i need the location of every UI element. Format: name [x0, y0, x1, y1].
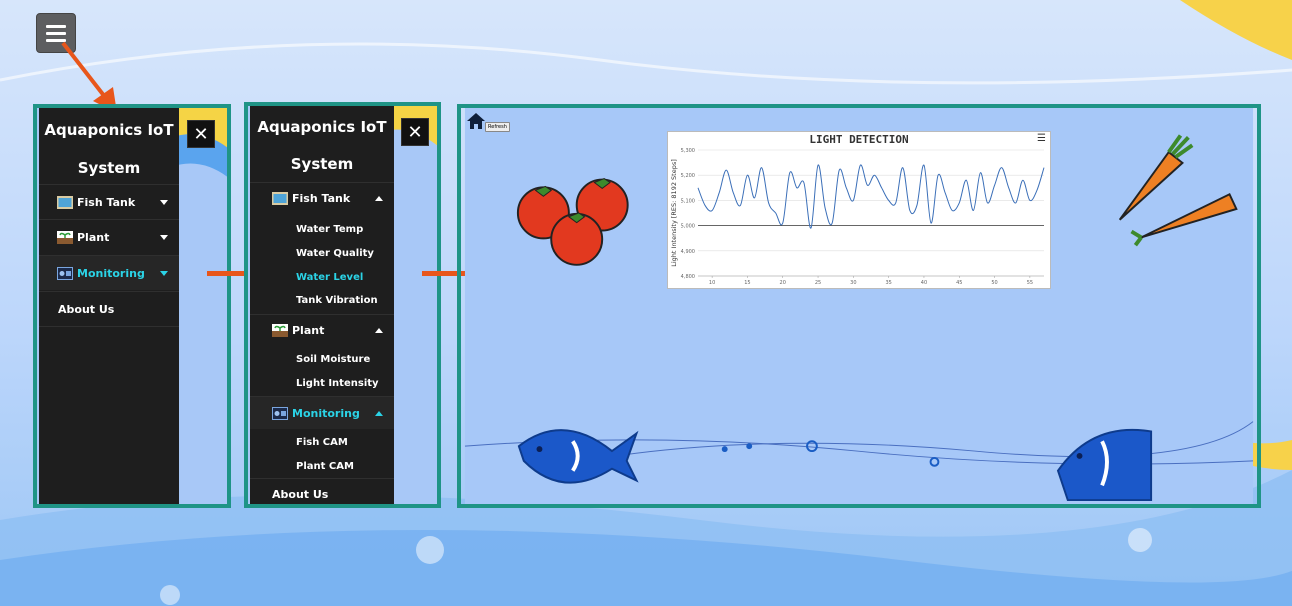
chevron-down-icon: [160, 199, 168, 205]
plant-icon: [272, 323, 288, 337]
x-tick-label: 25: [815, 280, 821, 286]
fish-tank-icon: [272, 191, 288, 205]
home-icon[interactable]: [466, 112, 486, 130]
menu-item-about-us[interactable]: About Us: [250, 478, 394, 504]
menu-item-fish-tank[interactable]: Fish Tank: [250, 182, 394, 213]
plant-icon: [57, 230, 73, 244]
menu-item-label: Fish Tank: [292, 191, 351, 205]
hamburger-menu-button[interactable]: [36, 13, 76, 53]
menu-item-label: Plant: [292, 323, 325, 337]
x-tick-label: 30: [850, 280, 856, 286]
chevron-up-icon: [375, 195, 383, 201]
panel-menu-expanded: Aquaponics IoT System Fish Tank Water Te…: [244, 102, 441, 508]
x-tick-label: 20: [780, 280, 786, 286]
menu-item-label: Plant: [77, 230, 110, 244]
x-tick-label: 40: [921, 280, 927, 286]
menu-item-label: Fish Tank: [77, 195, 136, 209]
chart-title: LIGHT DETECTION: [809, 133, 909, 146]
close-menu-button[interactable]: ✕: [401, 118, 429, 146]
submenu-item-water-level[interactable]: Water Level: [296, 272, 364, 283]
menu-item-plant[interactable]: Plant: [39, 219, 179, 254]
x-tick-label: 15: [744, 280, 750, 286]
y-tick-label: 5,100: [681, 198, 695, 204]
submenu-item-fish-cam[interactable]: Fish CAM: [296, 437, 348, 448]
fish-illustration: [517, 429, 639, 484]
tomatoes-illustration: [516, 178, 629, 266]
brand-title-line2: System: [77, 159, 141, 177]
menu-item-label: Monitoring: [77, 266, 145, 280]
hamburger-line: [46, 38, 66, 42]
brand-title-line2: System: [290, 155, 354, 173]
submenu-item-light-intensity[interactable]: Light Intensity: [296, 378, 379, 389]
light-detection-chart: LIGHT DETECTION ☰ 5,300 5,200 5,100 5,000 4,…: [667, 131, 1051, 289]
menu-item-label: About Us: [58, 302, 115, 316]
menu-item-monitoring[interactable]: Monitoring: [250, 396, 394, 429]
y-tick-label: 5,300: [681, 148, 695, 154]
chart-plot-area: 5,300 5,200 5,100 5,000 4,900 4,800 10 15 20 25 30…: [670, 148, 1045, 286]
menu-item-about-us[interactable]: About Us: [39, 291, 179, 327]
y-tick-label: 5,200: [681, 173, 695, 179]
y-tick-label: 4,800: [681, 274, 695, 280]
submenu-item-water-temp[interactable]: Water Temp: [296, 224, 364, 235]
submenu-item-plant-cam[interactable]: Plant CAM: [296, 461, 354, 472]
monitoring-icon: [272, 406, 288, 420]
fish-illustration: [1056, 428, 1153, 502]
submenu-item-tank-vibration[interactable]: Tank Vibration: [296, 295, 378, 306]
monitoring-icon: [57, 266, 73, 280]
hamburger-line: [46, 31, 66, 35]
menu-item-monitoring[interactable]: Monitoring: [39, 255, 179, 290]
chart-menu-icon[interactable]: ☰: [1037, 133, 1046, 144]
close-menu-button[interactable]: ✕: [187, 120, 215, 148]
menu-item-label: Monitoring: [292, 406, 360, 420]
brand-title-line1: Aquaponics IoT: [44, 121, 174, 139]
y-axis-label: Light Intensity [RES: 8192 Steps]: [670, 159, 678, 267]
menu-item-label: About Us: [272, 487, 329, 501]
x-tick-label: 45: [956, 280, 962, 286]
page-background: [464, 108, 1254, 504]
x-tick-label: 55: [1027, 280, 1033, 286]
panel-menu-collapsed: Aquaponics IoT System Fish Tank Plant Mo…: [33, 104, 231, 508]
chevron-up-icon: [375, 327, 383, 333]
chevron-up-icon: [375, 410, 383, 416]
side-navigation: Aquaponics IoT System Fish Tank Plant Mo…: [39, 108, 179, 504]
menu-item-fish-tank[interactable]: Fish Tank: [39, 184, 179, 219]
x-tick-label: 50: [991, 280, 997, 286]
side-navigation: Aquaponics IoT System Fish Tank Water Te…: [250, 106, 394, 504]
y-tick-label: 5,000: [681, 224, 695, 230]
x-tick-label: 35: [885, 280, 891, 286]
y-tick-label: 4,900: [681, 249, 695, 255]
carrots-illustration: [1118, 134, 1238, 247]
submenu-item-soil-moisture[interactable]: Soil Moisture: [296, 354, 371, 365]
fish-tank-icon: [57, 195, 73, 209]
refresh-button[interactable]: Refresh: [485, 122, 510, 132]
x-tick-label: 10: [709, 280, 715, 286]
chevron-down-icon: [160, 234, 168, 240]
menu-item-plant[interactable]: Plant: [250, 314, 394, 345]
hamburger-line: [46, 24, 66, 28]
submenu-item-water-quality[interactable]: Water Quality: [296, 248, 374, 259]
panel-light-detection-page: [457, 104, 1261, 508]
chevron-down-icon: [160, 270, 168, 276]
series-line: [697, 164, 1045, 229]
brand-title-line1: Aquaponics IoT: [257, 118, 387, 136]
